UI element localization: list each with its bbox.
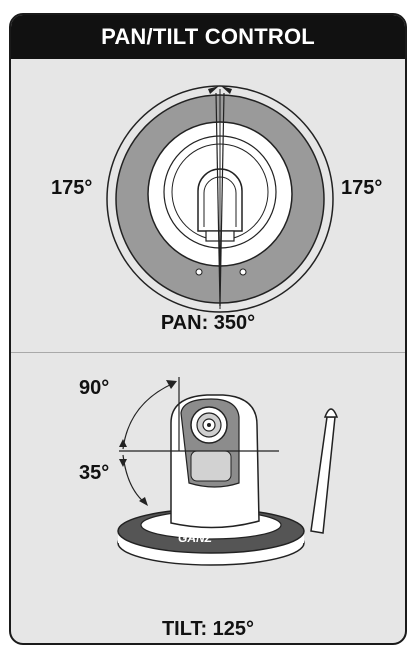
pan-right-angle: 175° — [341, 177, 383, 199]
axis-line-b — [219, 92, 225, 307]
brand-logo: GANZ — [178, 531, 213, 545]
pan-tilt-panel: PAN/TILT CONTROL — [9, 13, 407, 645]
pan-left-angle: 175° — [51, 177, 93, 199]
tilt-caption: TILT: 125° — [161, 618, 255, 640]
arrowhead-left — [208, 86, 219, 94]
arrowhead-right — [221, 86, 232, 94]
tilt-down-arc — [122, 454, 146, 504]
base-dot-right — [239, 268, 247, 276]
antenna — [310, 416, 336, 534]
tilt-mid-arrowhead-up — [119, 439, 127, 447]
pan-caption: PAN: 350° — [160, 312, 256, 334]
tilt-up-arc — [122, 382, 175, 450]
tilt-diagram: GANZ — [117, 377, 339, 566]
antenna-tip — [323, 408, 339, 418]
tilt-down-arrowhead — [139, 497, 148, 506]
panel-header: PAN/TILT CONTROL — [11, 15, 405, 59]
tilt-mid-arrowhead-down — [119, 459, 127, 467]
axis-line-a — [215, 92, 221, 307]
pan-travel-circle — [106, 85, 334, 313]
tilt-up-arrowhead — [166, 380, 177, 389]
camera-face-lower — [190, 450, 232, 482]
section-divider — [11, 352, 405, 353]
lens-dot — [207, 423, 211, 427]
pan-diagram — [106, 85, 334, 313]
base-dot-left — [195, 268, 203, 276]
tilt-down-angle: 35° — [79, 462, 110, 484]
tilt-up-angle: 90° — [79, 377, 110, 399]
panel-title: PAN/TILT CONTROL — [101, 24, 315, 49]
